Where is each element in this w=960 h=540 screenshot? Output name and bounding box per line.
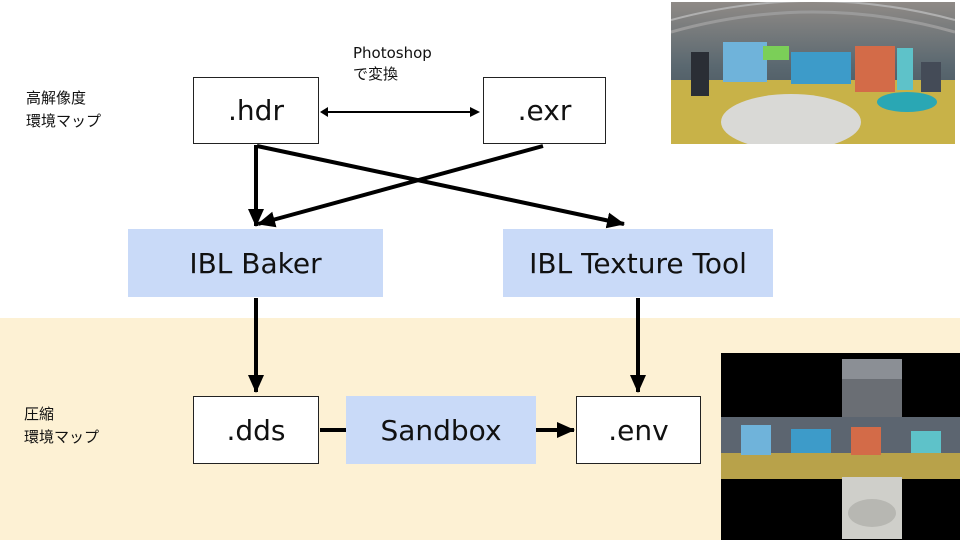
equirect-panorama-image xyxy=(671,2,955,144)
hdr-file-node: .hdr xyxy=(193,77,319,144)
sandbox-node: Sandbox xyxy=(346,396,536,464)
hdr-group-label: 高解像度 環境マップ xyxy=(26,87,101,133)
dds-file-node: .dds xyxy=(193,396,319,464)
compressed-group-label: 圧縮 環境マップ xyxy=(24,403,99,449)
arrow-exr-ibl-baker xyxy=(257,144,544,228)
compressed-group-label-line1: 圧縮 xyxy=(24,405,55,423)
hdr-group-label-line2: 環境マップ xyxy=(26,112,102,130)
photoshop-convert-label-line2: で変換 xyxy=(353,65,399,83)
cubemap-cross-image xyxy=(721,353,960,540)
arrow-hdr-ibl-texture-tool xyxy=(256,144,625,229)
ibl-texture-tool-node: IBL Texture Tool xyxy=(503,229,773,297)
photoshop-convert-label-line1: Photoshop xyxy=(353,44,432,62)
compressed-group-label-line2: 環境マップ xyxy=(24,428,100,446)
exr-file-node: .exr xyxy=(483,77,606,144)
photoshop-convert-label: Photoshop で変換 xyxy=(353,43,432,85)
env-file-node: .env xyxy=(576,396,701,464)
hdr-group-label-line1: 高解像度 xyxy=(26,89,87,107)
ibl-baker-node: IBL Baker xyxy=(128,229,383,297)
